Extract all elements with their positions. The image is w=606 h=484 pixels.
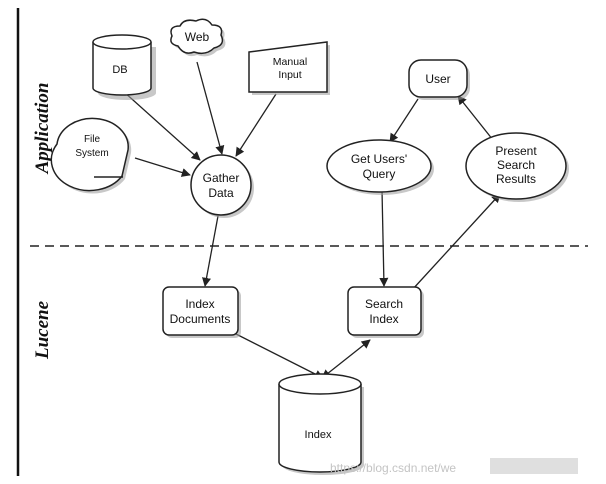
watermark-blur bbox=[490, 458, 578, 474]
node-gather-data-label-line1: Gather bbox=[203, 171, 240, 185]
node-index-documents: Index Documents bbox=[162, 286, 241, 338]
node-search-index-label-line1: Search bbox=[365, 297, 403, 311]
node-search-index-label-line2: Index bbox=[369, 312, 398, 326]
section-label-lucene: Lucene bbox=[32, 300, 53, 360]
node-present-search-results: Present Search Results bbox=[465, 132, 569, 202]
edge-results-to-user bbox=[457, 95, 494, 141]
node-file-system-label-line2: System bbox=[75, 148, 108, 159]
node-gather-data: Gather Data bbox=[190, 154, 254, 218]
node-gather-data-label-line2: Data bbox=[208, 186, 234, 200]
node-user-label: User bbox=[425, 72, 450, 86]
node-search-index: Search Index bbox=[347, 286, 424, 338]
node-user: User bbox=[408, 59, 470, 100]
edge-searchindex-to-results bbox=[411, 193, 501, 291]
node-file-system-label-line1: File bbox=[84, 134, 101, 145]
node-index: Index bbox=[278, 373, 364, 475]
edge-manual-to-gather bbox=[235, 93, 277, 157]
edge-indexdocs-to-index bbox=[235, 333, 324, 379]
edge-filesystem-to-gather bbox=[134, 157, 191, 177]
node-get-users-query-label-line2: Query bbox=[363, 167, 396, 181]
node-get-users-query: Get Users' Query bbox=[326, 139, 434, 195]
node-get-users-query-label-line1: Get Users' bbox=[351, 152, 407, 166]
edge-index-searchindex bbox=[321, 339, 371, 379]
node-present-search-results-label-line1: Present bbox=[495, 144, 537, 158]
edge-gather-to-indexdocs bbox=[202, 215, 219, 287]
node-manual-input-label-line2: Input bbox=[278, 69, 301, 81]
node-index-documents-label-line1: Index bbox=[185, 297, 214, 311]
node-web-label: Web bbox=[185, 30, 210, 44]
section-label-application: Application bbox=[32, 83, 53, 175]
watermark-text: https://blog.csdn.net/we bbox=[330, 461, 456, 475]
edge-user-to-getquery bbox=[389, 98, 419, 143]
node-db: DB bbox=[92, 34, 156, 100]
node-manual-input: Manual Input bbox=[248, 41, 330, 95]
node-file-system: File System bbox=[50, 117, 132, 194]
node-index-documents-label-line2: Documents bbox=[170, 312, 231, 326]
edge-getquery-to-searchindex bbox=[379, 189, 389, 287]
node-index-label: Index bbox=[305, 429, 332, 441]
node-manual-input-label-line1: Manual bbox=[273, 56, 307, 68]
node-web: Web bbox=[170, 18, 226, 57]
node-db-label: DB bbox=[112, 64, 127, 76]
edge-db-to-gather bbox=[123, 91, 201, 161]
node-present-search-results-label-line2: Search bbox=[497, 158, 535, 172]
node-present-search-results-label-line3: Results bbox=[496, 172, 536, 186]
edge-web-to-gather bbox=[196, 61, 225, 155]
